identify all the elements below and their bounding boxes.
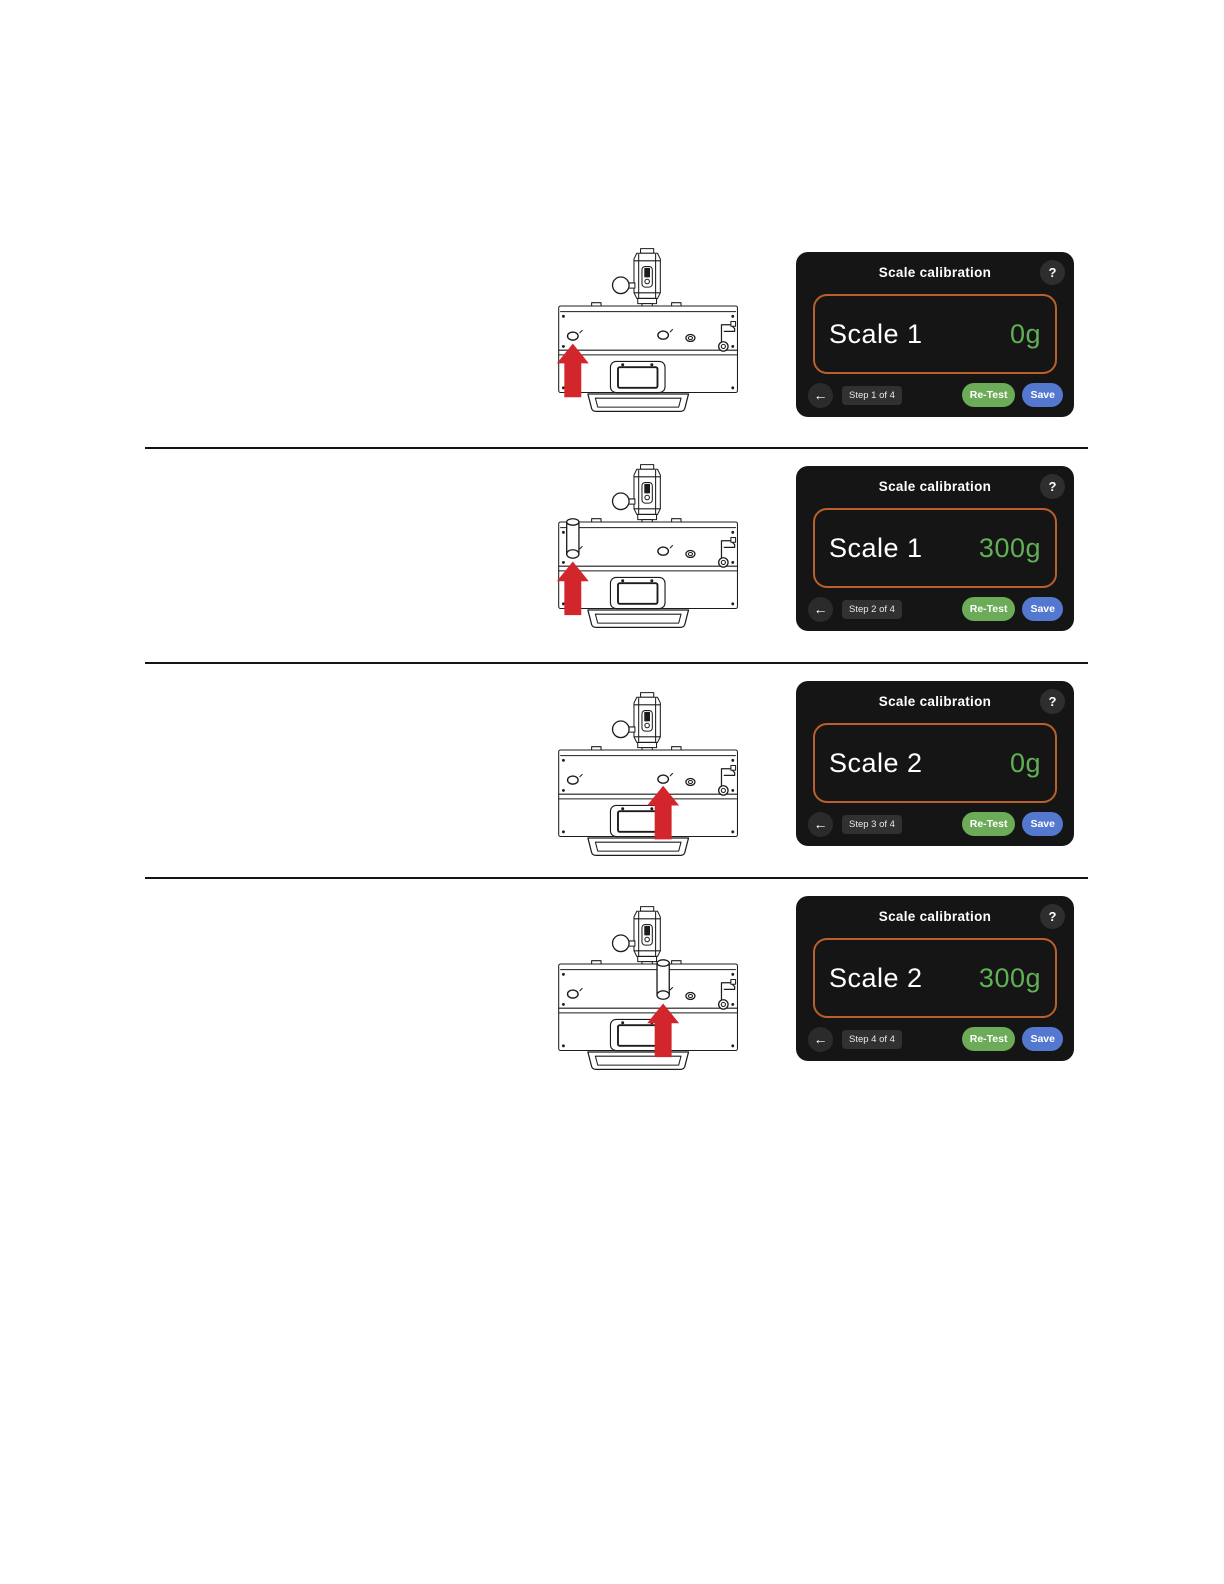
back-arrow-icon: ← bbox=[813, 816, 828, 832]
machine-top-view-diagram bbox=[556, 463, 739, 629]
calibration-step-2-row: Scale calibration ? Scale 1 300g ← Step … bbox=[0, 456, 1224, 638]
back-arrow-icon: ← bbox=[813, 1031, 828, 1047]
scale-name: Scale 2 bbox=[829, 747, 923, 778]
panel-footer: ← Step 2 of 4 Re-Test Save bbox=[808, 596, 1063, 622]
row-divider bbox=[145, 447, 1088, 449]
question-mark-icon: ? bbox=[1048, 479, 1057, 494]
back-arrow-icon: ← bbox=[813, 601, 828, 617]
question-mark-icon: ? bbox=[1048, 265, 1057, 280]
back-button[interactable]: ← bbox=[808, 596, 833, 622]
retest-button[interactable]: Re-Test bbox=[961, 1027, 1016, 1051]
panel-title: Scale calibration bbox=[878, 694, 992, 709]
calibration-step-1-row: Scale calibration ? Scale 1 0g ← Step 1 … bbox=[0, 240, 1224, 422]
save-button[interactable]: Save bbox=[1022, 383, 1063, 407]
step-indicator: Step 1 of 4 bbox=[842, 385, 902, 405]
scale-weight-value: 0g bbox=[1009, 747, 1041, 778]
scale-calibration-screen: Scale calibration ? Scale 1 300g ← Step … bbox=[796, 466, 1074, 631]
save-button[interactable]: Save bbox=[1022, 597, 1063, 621]
back-button[interactable]: ← bbox=[808, 1026, 833, 1052]
scale-readout-box: Scale 1 300g bbox=[813, 508, 1057, 588]
scale-weight-value: 300g bbox=[978, 532, 1041, 563]
question-mark-icon: ? bbox=[1048, 909, 1057, 924]
help-button[interactable]: ? bbox=[1040, 904, 1065, 929]
scale-calibration-screen: Scale calibration ? Scale 2 300g ← Step … bbox=[796, 896, 1074, 1061]
machine-top-view-diagram bbox=[557, 691, 739, 857]
scale-name: Scale 1 bbox=[829, 532, 923, 563]
scale-weight-value: 0g bbox=[1009, 318, 1041, 349]
calibration-weight-left-scale bbox=[566, 518, 580, 559]
scale-calibration-screen: Scale calibration ? Scale 1 0g ← Step 1 … bbox=[796, 252, 1074, 417]
row-divider bbox=[145, 877, 1088, 879]
save-button[interactable]: Save bbox=[1022, 812, 1063, 836]
panel-footer: ← Step 4 of 4 Re-Test Save bbox=[808, 1026, 1063, 1052]
scale-name: Scale 2 bbox=[829, 962, 923, 993]
calibration-weight-center-scale bbox=[656, 959, 670, 1000]
help-button[interactable]: ? bbox=[1040, 474, 1065, 499]
retest-button[interactable]: Re-Test bbox=[961, 597, 1016, 621]
scale-calibration-screen: Scale calibration ? Scale 2 0g ← Step 3 … bbox=[796, 681, 1074, 846]
scale-readout-box: Scale 2 300g bbox=[813, 938, 1057, 1018]
panel-footer: ← Step 3 of 4 Re-Test Save bbox=[808, 811, 1063, 837]
step-indicator: Step 3 of 4 bbox=[842, 814, 902, 834]
help-button[interactable]: ? bbox=[1040, 689, 1065, 714]
row-divider bbox=[145, 662, 1088, 664]
back-arrow-icon: ← bbox=[813, 387, 828, 403]
machine-top-view-diagram bbox=[557, 905, 739, 1071]
back-button[interactable]: ← bbox=[808, 811, 833, 837]
panel-footer: ← Step 1 of 4 Re-Test Save bbox=[808, 382, 1063, 408]
scale-name: Scale 1 bbox=[829, 318, 923, 349]
help-button[interactable]: ? bbox=[1040, 260, 1065, 285]
panel-title: Scale calibration bbox=[878, 265, 992, 280]
scale-weight-value: 300g bbox=[978, 962, 1041, 993]
calibration-step-3-row: Scale calibration ? Scale 2 0g ← Step 3 … bbox=[0, 680, 1224, 862]
machine-outline bbox=[557, 247, 739, 413]
back-button[interactable]: ← bbox=[808, 382, 833, 408]
retest-button[interactable]: Re-Test bbox=[961, 812, 1016, 836]
machine-top-view-diagram bbox=[556, 247, 739, 413]
calibration-step-4-row: Scale calibration ? Scale 2 300g ← Step … bbox=[0, 894, 1224, 1076]
panel-title: Scale calibration bbox=[878, 909, 992, 924]
scale-readout-box: Scale 2 0g bbox=[813, 723, 1057, 803]
step-indicator: Step 2 of 4 bbox=[842, 599, 902, 619]
scale-readout-box: Scale 1 0g bbox=[813, 294, 1057, 374]
panel-title: Scale calibration bbox=[878, 479, 992, 494]
save-button[interactable]: Save bbox=[1022, 1027, 1063, 1051]
machine-outline bbox=[557, 691, 739, 857]
machine-outline bbox=[557, 905, 739, 1071]
step-indicator: Step 4 of 4 bbox=[842, 1029, 902, 1049]
question-mark-icon: ? bbox=[1048, 694, 1057, 709]
machine-outline bbox=[557, 463, 739, 629]
retest-button[interactable]: Re-Test bbox=[961, 383, 1016, 407]
